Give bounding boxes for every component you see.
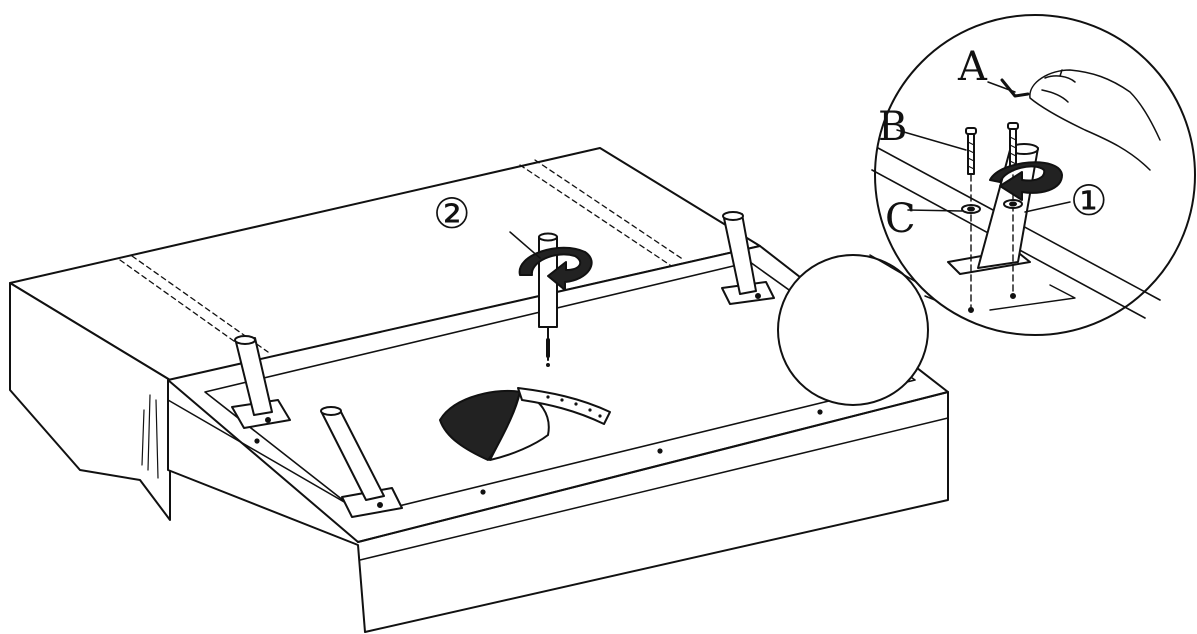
step-1-marker: ① xyxy=(1070,176,1108,225)
screw-b xyxy=(965,127,977,175)
zoom-callout xyxy=(777,14,1196,406)
allen-key-icon xyxy=(1000,78,1030,98)
screw-b-2 xyxy=(1007,122,1019,170)
label-c: C xyxy=(885,196,916,242)
rotate-arrow-icon-zoom xyxy=(989,161,1063,201)
zoom-detail xyxy=(871,69,1161,319)
label-b: B xyxy=(878,104,907,150)
back-section xyxy=(9,147,761,521)
label-a: A xyxy=(957,44,988,90)
step2-leg xyxy=(509,231,593,361)
hand-illustration xyxy=(1029,69,1161,171)
torn-cover xyxy=(439,387,611,461)
step-2-marker: ② xyxy=(433,189,471,238)
rotate-arrow-icon xyxy=(518,246,593,291)
leg-right-back xyxy=(721,211,775,305)
leg-left-front xyxy=(320,406,403,518)
leg-left-back xyxy=(231,335,291,429)
